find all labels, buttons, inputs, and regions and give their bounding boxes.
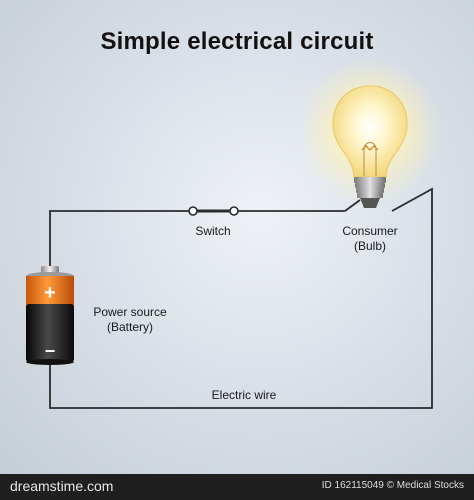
footer-bar: dreamstime.com ID 162115049 © Medical St… — [0, 474, 474, 500]
footer-brand: dreamstime.com — [10, 478, 114, 494]
switch-label: Switch — [195, 224, 231, 238]
consumer-label-line2: (Bulb) — [353, 239, 386, 253]
consumer-label: Consumer (Bulb) — [330, 224, 410, 254]
battery-minus-sign: − — [45, 341, 56, 361]
circuit-diagram: + − — [26, 58, 442, 409]
diagram-title: Simple electrical circuit — [100, 28, 374, 55]
battery-plus-sign: + — [44, 282, 56, 304]
diagram-canvas: Simple electrical circuit — [0, 0, 474, 474]
power-source-label: Power source (Battery) — [84, 305, 176, 335]
electric-wire-label: Electric wire — [211, 388, 277, 402]
bulb-icon — [298, 58, 442, 208]
footer-id-text: ID 162115049 © Medical Stocks — [321, 480, 464, 491]
electric-wire — [49, 187, 433, 409]
battery-icon — [26, 266, 74, 365]
consumer-label-line1: Consumer — [342, 224, 398, 238]
switch-component — [188, 206, 239, 216]
power-source-label-line1: Power source — [93, 305, 167, 319]
power-source-label-line2: (Battery) — [106, 320, 153, 334]
